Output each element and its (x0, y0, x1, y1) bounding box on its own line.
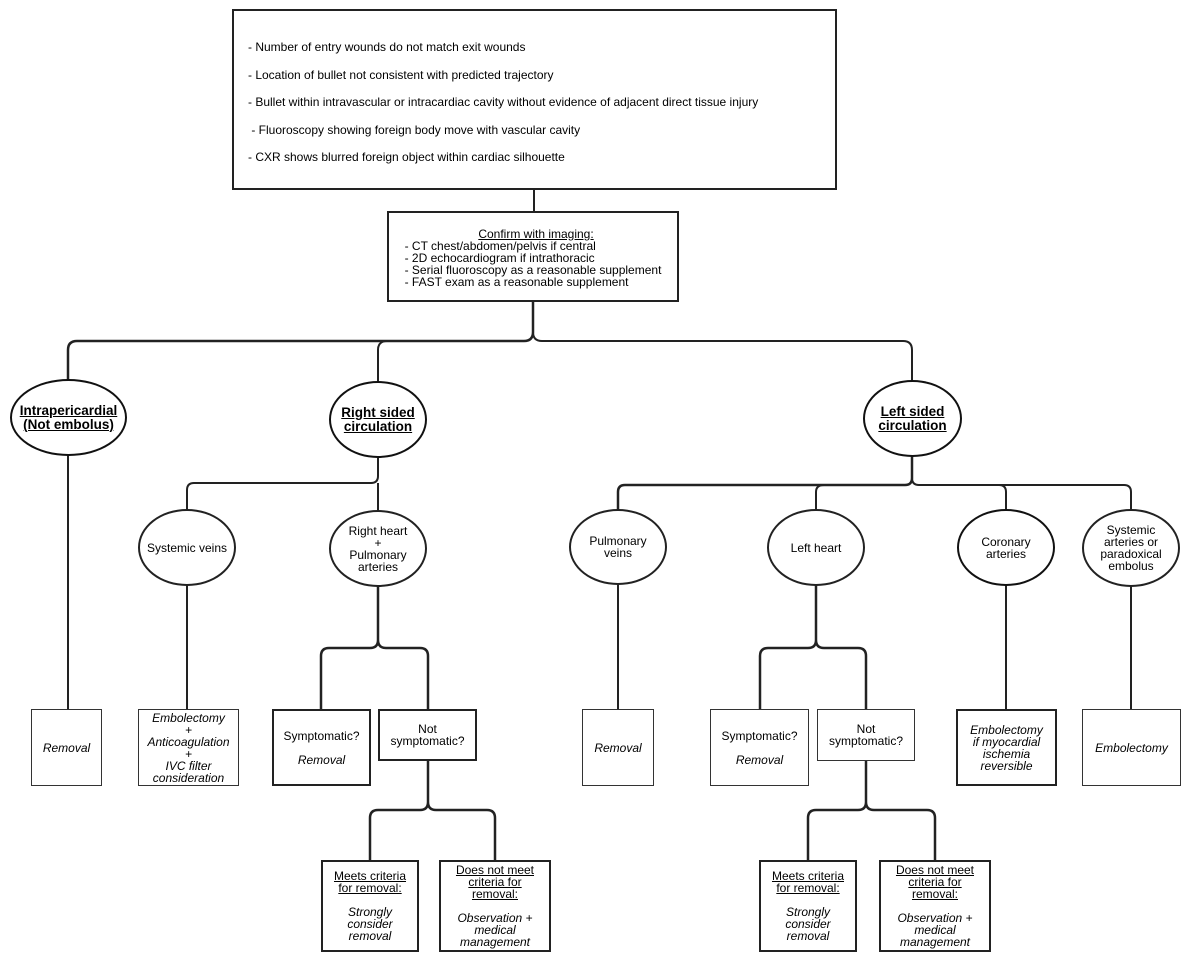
indication-item: - CXR shows blurred foreign object withi… (248, 150, 565, 164)
indication-item: - Number of entry wounds do not match ex… (248, 40, 526, 54)
connector-to-right-sided (377, 340, 388, 382)
imaging-item: - FAST exam as a reasonable supplement (404, 274, 629, 289)
connector-left-coronary (911, 477, 1007, 512)
connector-left-systemic (999, 484, 1132, 510)
indication-item: - Location of bullet not consistent with… (248, 67, 554, 82)
intrapericardial-node: Intrapericardial (Not embolus) (10, 379, 127, 456)
symptomatic-left-box: Symptomatic? Removal (710, 709, 809, 786)
imaging-item: - 2D echocardiogram if intrathoracic (404, 250, 595, 265)
connector-left-heart (815, 484, 825, 512)
connector-right-notsymp-split (368, 760, 497, 861)
connector-left-notsymp-split (806, 760, 937, 861)
not-symptomatic-right-box: Not symptomatic? (378, 709, 477, 761)
imaging-title: Confirm with imaging: (478, 226, 594, 241)
embolectomy-systemic-box: Embolectomy (1082, 709, 1181, 786)
removal-intrapericardial-box: Removal (31, 709, 102, 786)
indication-item: - Fluoroscopy showing foreign body move … (248, 122, 581, 137)
indications-box: - Number of entry wounds do not match ex… (232, 9, 837, 190)
left-sided-circulation-node: Left sided circulation (863, 380, 962, 457)
removal-pulmonary-veins-box: Removal (582, 709, 654, 786)
connector-left-split (616, 456, 914, 512)
connector-leftheart-split (758, 585, 868, 710)
does-not-meet-criteria-left-box: Does not meet criteria for removal: Obse… (879, 860, 991, 952)
embolectomy-anticoagulation-box: Embolectomy + Anticoagulation + IVC filt… (138, 709, 239, 786)
imaging-item: - CT chest/abdomen/pelvis if central (404, 238, 596, 253)
meets-criteria-left-box: Meets criteria for removal: Strongly con… (759, 860, 857, 952)
connector-to-left-sided (532, 331, 913, 382)
left-heart-node: Left heart (767, 509, 865, 586)
imaging-box: Confirm with imaging: - CT chest/abdomen… (387, 211, 679, 302)
indication-item: - Bullet within intravascular or intraca… (248, 95, 759, 109)
not-symptomatic-left-box: Not symptomatic? (817, 709, 915, 761)
coronary-arteries-node: Coronary arteries (957, 509, 1055, 586)
symptomatic-right-box: Symptomatic? Removal (272, 709, 371, 786)
right-heart-pulmonary-arteries-node: Right heart + Pulmonary arteries (329, 510, 427, 587)
imaging-item: - Serial fluoroscopy as a reasonable sup… (404, 262, 662, 277)
meets-criteria-right-box: Meets criteria for removal: Strongly con… (321, 860, 419, 952)
pulmonary-veins-node: Pulmonary veins (569, 509, 667, 585)
connector-imaging-trunk (66, 302, 535, 380)
right-sided-circulation-node: Right sided circulation (329, 381, 427, 458)
systemic-arteries-node: Systemic arteries or paradoxical embolus (1082, 509, 1180, 587)
embolectomy-ischemia-box: Embolectomy if myocardial ischemia rever… (956, 709, 1057, 786)
connector-rightheart-split (319, 586, 430, 710)
does-not-meet-criteria-right-box: Does not meet criteria for removal: Obse… (439, 860, 551, 952)
systemic-veins-node: Systemic veins (138, 509, 236, 586)
connector-right-split (186, 458, 379, 510)
imaging-list: - CT chest/abdomen/pelvis if central - 2… (405, 240, 662, 288)
